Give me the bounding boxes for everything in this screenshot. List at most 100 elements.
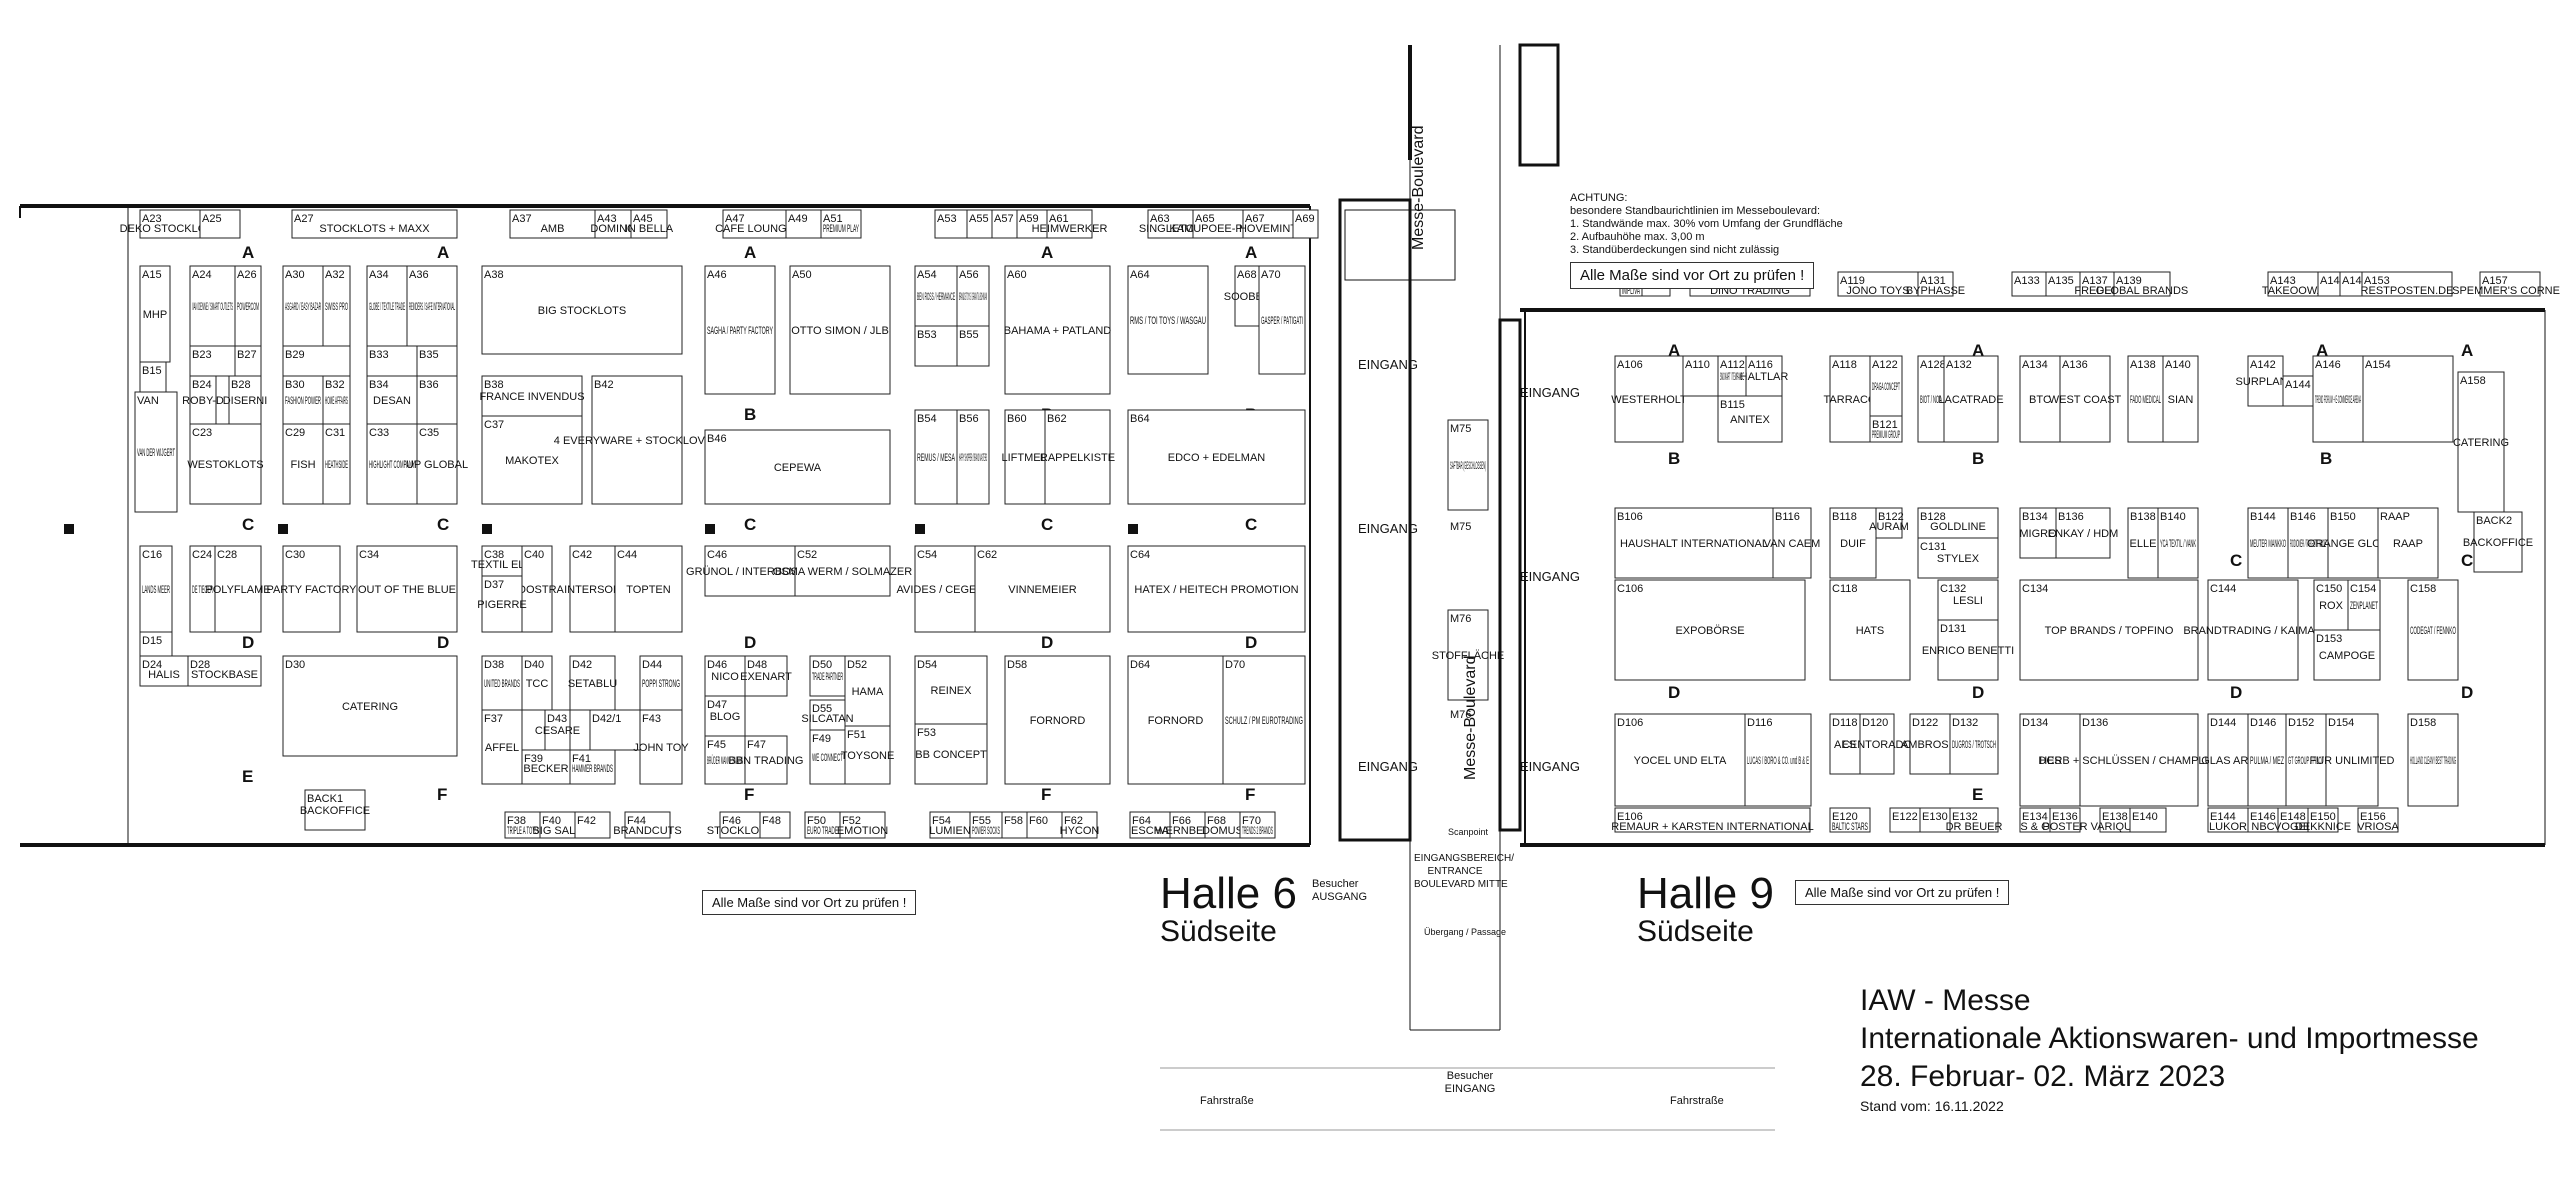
booth-outline — [914, 409, 958, 505]
booth-number: C144 — [2210, 583, 2236, 595]
booth-number: C24 — [192, 549, 212, 561]
booth-exhibitor: FREDEN — [2074, 285, 2119, 297]
booth-outline — [2059, 355, 2111, 443]
booth-outline — [1717, 395, 1783, 443]
booth-exhibitor: TRENDS 2 BRANDS — [1242, 825, 1273, 837]
booth-outline — [2325, 713, 2379, 807]
booth-outline — [521, 655, 553, 711]
booth-outline — [1614, 713, 1746, 807]
booth-outline — [366, 345, 418, 377]
row-letter: C — [2230, 551, 2242, 570]
booth-outline — [589, 709, 641, 751]
booth-outline — [366, 375, 418, 425]
booth-exhibitor: TOYSONE — [841, 750, 895, 762]
booth-exhibitor: UP GLOBAL — [406, 459, 468, 471]
booth-exhibitor: FASHION POWER — [285, 395, 321, 407]
booth-number: A69 — [1295, 213, 1315, 225]
booth-outline — [639, 709, 683, 785]
booth-outline — [1222, 655, 1306, 785]
booth-number: E140 — [2132, 811, 2158, 823]
booth-outline — [1129, 811, 1171, 839]
booth-outline — [809, 655, 846, 697]
booth-outline — [2049, 807, 2081, 833]
booth-outline — [1044, 409, 1111, 505]
booth-number: B23 — [192, 349, 212, 361]
booth-outline — [2312, 355, 2364, 443]
booth-number: A15 — [142, 269, 162, 281]
booth-number: A118 — [1832, 359, 1857, 371]
booth: A69 — [1292, 209, 1319, 239]
visitor-entrance-label: Besucher EINGANG — [1444, 1070, 1496, 1095]
booth-number: A106 — [1617, 359, 1643, 371]
booth-number: D154 — [2328, 717, 2354, 729]
booth-exhibitor: IN BELLA — [625, 223, 674, 235]
booth-number: VAN — [137, 395, 159, 407]
booth-exhibitor: HYCON — [1060, 825, 1100, 837]
booth-outline — [1909, 713, 1951, 775]
booth-exhibitor: JOHN TOY — [633, 742, 689, 754]
booth-outline — [1943, 355, 1999, 443]
booth-outline — [2313, 629, 2381, 681]
booth-outline — [2327, 507, 2379, 579]
booth-outline — [139, 655, 189, 687]
row-letter: D — [437, 633, 449, 652]
booth-outline — [189, 423, 262, 505]
booth-number: D131 — [1940, 623, 1966, 635]
booth-outline — [1875, 507, 1903, 539]
booth-outline — [481, 415, 583, 505]
booth-number: C132 — [1940, 583, 1966, 595]
booth-outline — [2162, 355, 2199, 443]
booth-number: F41 — [572, 753, 591, 765]
booth-outline — [569, 655, 616, 711]
booth-number: B35 — [419, 349, 439, 361]
booth-outline — [1829, 579, 1911, 681]
row-letter: D — [2461, 683, 2473, 702]
booth-outline — [2055, 507, 2111, 559]
booth-exhibitor: BB CONCEPT — [915, 749, 987, 761]
booth-outline — [1614, 355, 1684, 443]
booth-exhibitor: SIAN — [2168, 394, 2194, 406]
booth-number: E148 — [2280, 811, 2306, 823]
booth-outline — [282, 423, 324, 505]
booth-outline — [322, 423, 351, 505]
booth-number: A132 — [1946, 359, 1972, 371]
booth-number: BACK2 — [2476, 515, 2512, 527]
booth-exhibitor: SILCATAN — [801, 713, 853, 725]
booth-number: C150 — [2316, 583, 2342, 595]
booth-number: D116 — [1747, 717, 1772, 729]
booth-number: A112 — [1720, 359, 1745, 371]
booth: A135 — [2045, 271, 2081, 297]
booth-outline — [1829, 507, 1877, 579]
row-letter: D — [1245, 633, 1257, 652]
booth-number: A138 — [2130, 359, 2156, 371]
booth-number: D152 — [2288, 717, 2314, 729]
booth-outline — [914, 723, 988, 785]
booth-number: B60 — [1007, 413, 1027, 425]
booth-number: A47 — [725, 213, 745, 225]
booth-exhibitor: HALTLAR — [1740, 371, 1789, 383]
booth-exhibitor: ENKAY / HDM — [2048, 528, 2119, 540]
booth-number: F42 — [577, 815, 596, 827]
booth: A25 — [199, 209, 241, 239]
